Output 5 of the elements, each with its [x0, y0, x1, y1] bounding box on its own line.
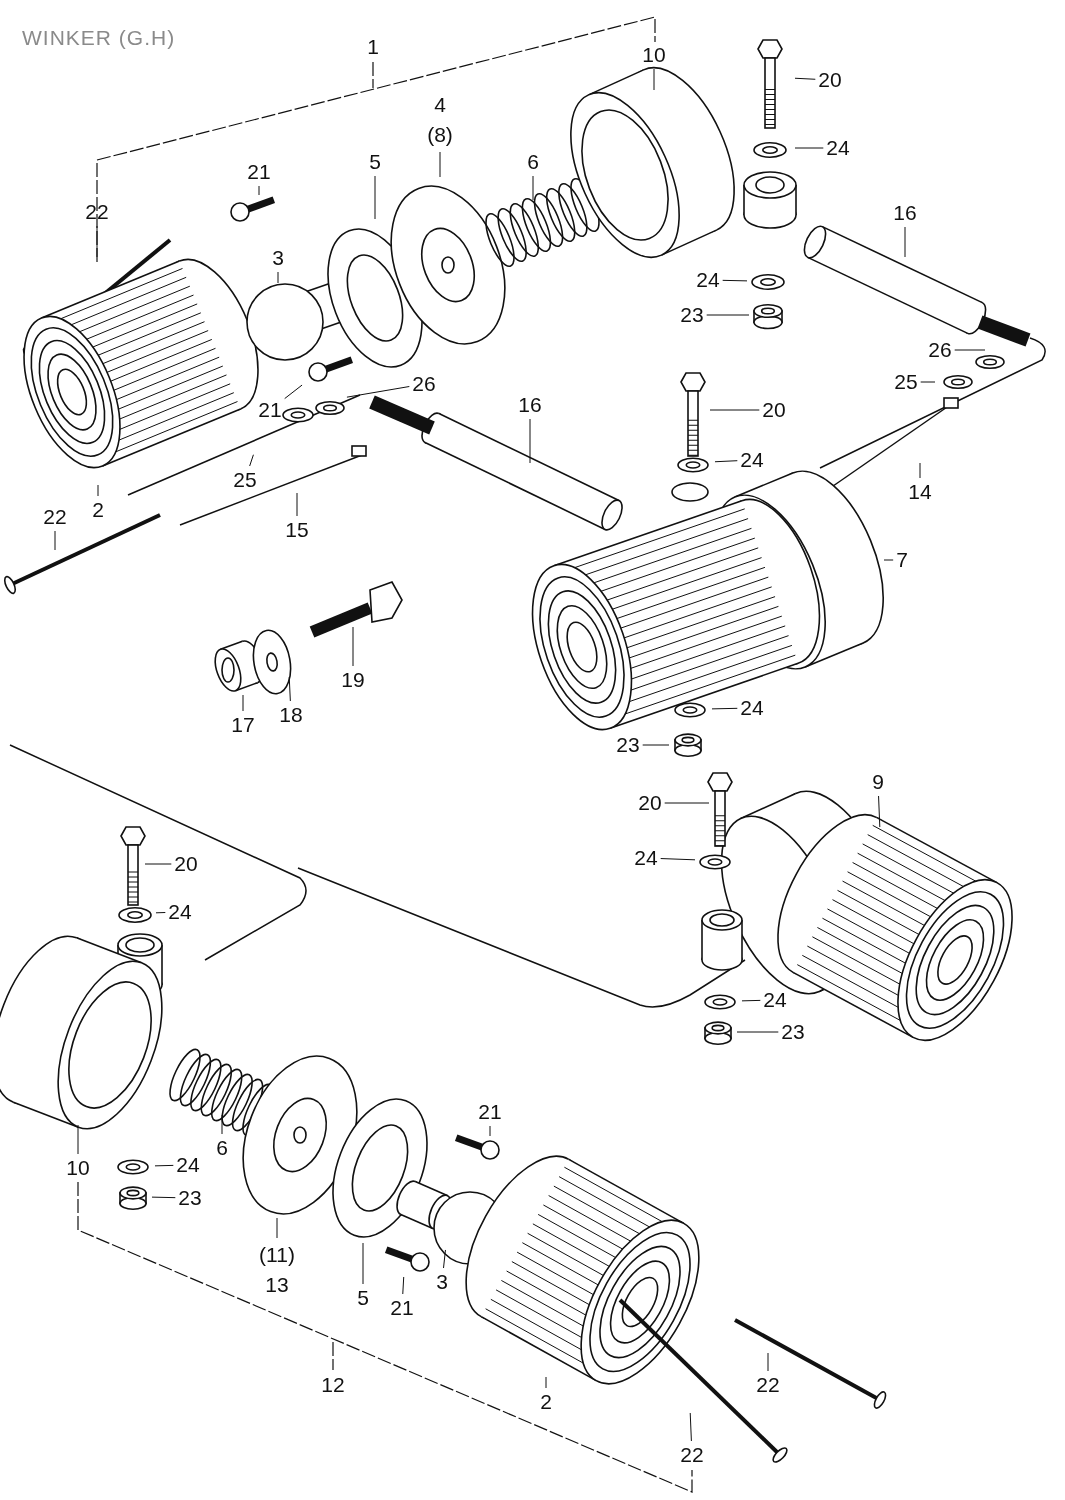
callout-number: 13 [265, 1272, 289, 1298]
title: WINKER (G.H) [22, 26, 176, 50]
callout-number: (8) [427, 122, 453, 148]
callout-number: (11) [259, 1242, 295, 1268]
callout-number: 4 [434, 92, 446, 118]
